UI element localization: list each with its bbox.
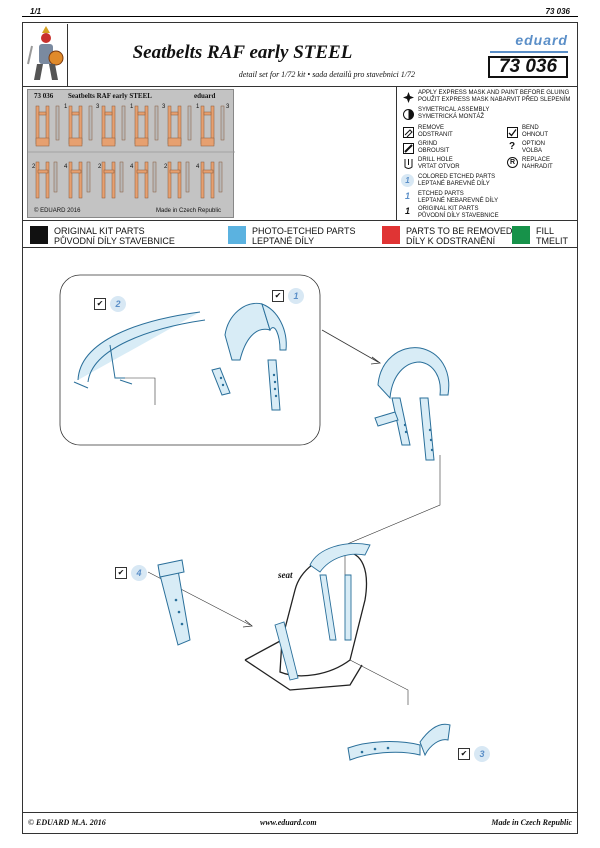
- legend-text: DRILL HOLE VRTAT OTVOR: [418, 157, 460, 170]
- swatch-kit-parts: [30, 226, 48, 244]
- legend-text: REPLACE NAHRADIT: [522, 157, 553, 170]
- brand-logo: eduard: [515, 32, 568, 48]
- photo-etched-fret: 73 036 Seatbelts RAF early STEEL eduard: [27, 89, 235, 218]
- legend-text: ORIGINAL KIT PARTS PŮVODNÍ DÍLY STAVEBNI…: [418, 206, 499, 219]
- swatch-fill: [512, 226, 530, 244]
- fret-name: Seatbelts RAF early STEEL: [68, 92, 152, 100]
- fret-part-number: 4: [196, 164, 200, 170]
- eraser-icon: [403, 125, 414, 143]
- fret-part-number: 3: [226, 104, 230, 110]
- bend-check-icon: ✔: [94, 298, 106, 310]
- colored-etched-icon: 1: [401, 174, 414, 187]
- swatch-remove: [382, 226, 400, 244]
- legend-text: GRIND OBROUSIT: [418, 141, 450, 154]
- replace-icon: R: [507, 157, 518, 168]
- etched-icon: 1: [405, 191, 411, 201]
- footer-origin: Made in Czech Republic: [491, 818, 572, 827]
- fret-part-number: 1: [196, 104, 200, 110]
- legend-text: BEND OHNOUT: [522, 125, 548, 138]
- set-code: 73 036: [488, 56, 568, 78]
- page-title: Seatbelts RAF early STEEL: [132, 42, 353, 63]
- legend-text: REMOVE ODSTRANIT: [418, 125, 453, 138]
- swatch-label: FILL TMELIT: [536, 226, 569, 246]
- legend-text: SYMETRICAL ASSEMBLY SYMETRICKÁ MONTÁŽ: [418, 107, 490, 120]
- bend-check-icon: ✔: [272, 290, 284, 302]
- fret-code: 73 036: [34, 92, 54, 100]
- fret-part-number: 1: [64, 104, 68, 110]
- file-icon: [403, 141, 414, 159]
- step-2-marker: 2: [110, 296, 126, 312]
- fret-brand: eduard: [194, 92, 216, 100]
- step-1-marker: 1: [288, 288, 304, 304]
- sheet-frame: [22, 22, 578, 834]
- header-code-small: 73 036: [545, 7, 570, 16]
- legend-text: APPLY EXPRESS MASK AND PAINT BEFORE GLUI…: [418, 90, 571, 103]
- page-number: 1/1: [30, 7, 42, 16]
- swatch-label: ORIGINAL KIT PARTS PŮVODNÍ DÍLY STAVEBNI…: [54, 226, 175, 246]
- swatch-label: PHOTO-ETCHED PARTS LEPTANÉ DÍLY: [252, 226, 356, 246]
- kit-part-icon: 1: [405, 206, 411, 216]
- fret-part-number: 2: [164, 164, 168, 170]
- fret-part-number: 1: [130, 104, 134, 110]
- brand-underline: [490, 51, 568, 53]
- knight-mascot-icon: [27, 26, 64, 80]
- header-divider: [22, 86, 578, 87]
- legend-text: COLORED ETCHED PARTS LEPTANÉ BAREVNÉ DÍL…: [418, 174, 496, 187]
- legend-text: ETCHED PARTS LEPTANÉ NEBAREVNÉ DÍLY: [418, 191, 499, 204]
- page-subtitle: detail set for 1/72 kit • sada detailů p…: [238, 70, 415, 79]
- footer-copyright: © EDUARD M.A. 2016: [28, 818, 106, 827]
- spray-icon: [403, 90, 414, 108]
- top-rule: [22, 16, 578, 17]
- fret-origin: Made in Czech Republic: [156, 208, 222, 214]
- legend-bottom-divider: [22, 220, 578, 221]
- swatch-photo-etched: [228, 226, 246, 244]
- swatch-bottom-divider: [22, 247, 578, 248]
- footer-website[interactable]: www.eduard.com: [260, 818, 317, 827]
- swatch-label: PARTS TO BE REMOVED DÍLY K ODSTRANĚNÍ: [406, 226, 513, 246]
- symmetry-icon: [403, 107, 414, 125]
- seat-label: seat: [278, 570, 293, 580]
- step-3-marker: 3: [474, 746, 490, 762]
- drill-icon: [403, 157, 414, 175]
- legend-text: OPTION VOLBA: [522, 141, 546, 154]
- mascot-logo: [24, 24, 68, 86]
- fret-part-number: 2: [98, 164, 102, 170]
- fret-part-number: 3: [96, 104, 100, 110]
- fret-copyright: © EDUARD 2016: [34, 208, 81, 214]
- bend-icon: [507, 125, 518, 143]
- step-4-marker: 4: [131, 565, 147, 581]
- fret-part-number: 4: [130, 164, 134, 170]
- fret-parts-drawing: [28, 105, 235, 199]
- bend-check-icon: ✔: [458, 748, 470, 760]
- option-icon: ?: [509, 141, 516, 152]
- fret-part-number: 4: [64, 164, 68, 170]
- assembly-diagram: [59, 274, 451, 761]
- fret-part-number: 2: [32, 164, 36, 170]
- footer-divider: [22, 812, 578, 813]
- bend-check-icon: ✔: [115, 567, 127, 579]
- fret-part-number: 3: [162, 104, 166, 110]
- legend-divider: [396, 86, 397, 220]
